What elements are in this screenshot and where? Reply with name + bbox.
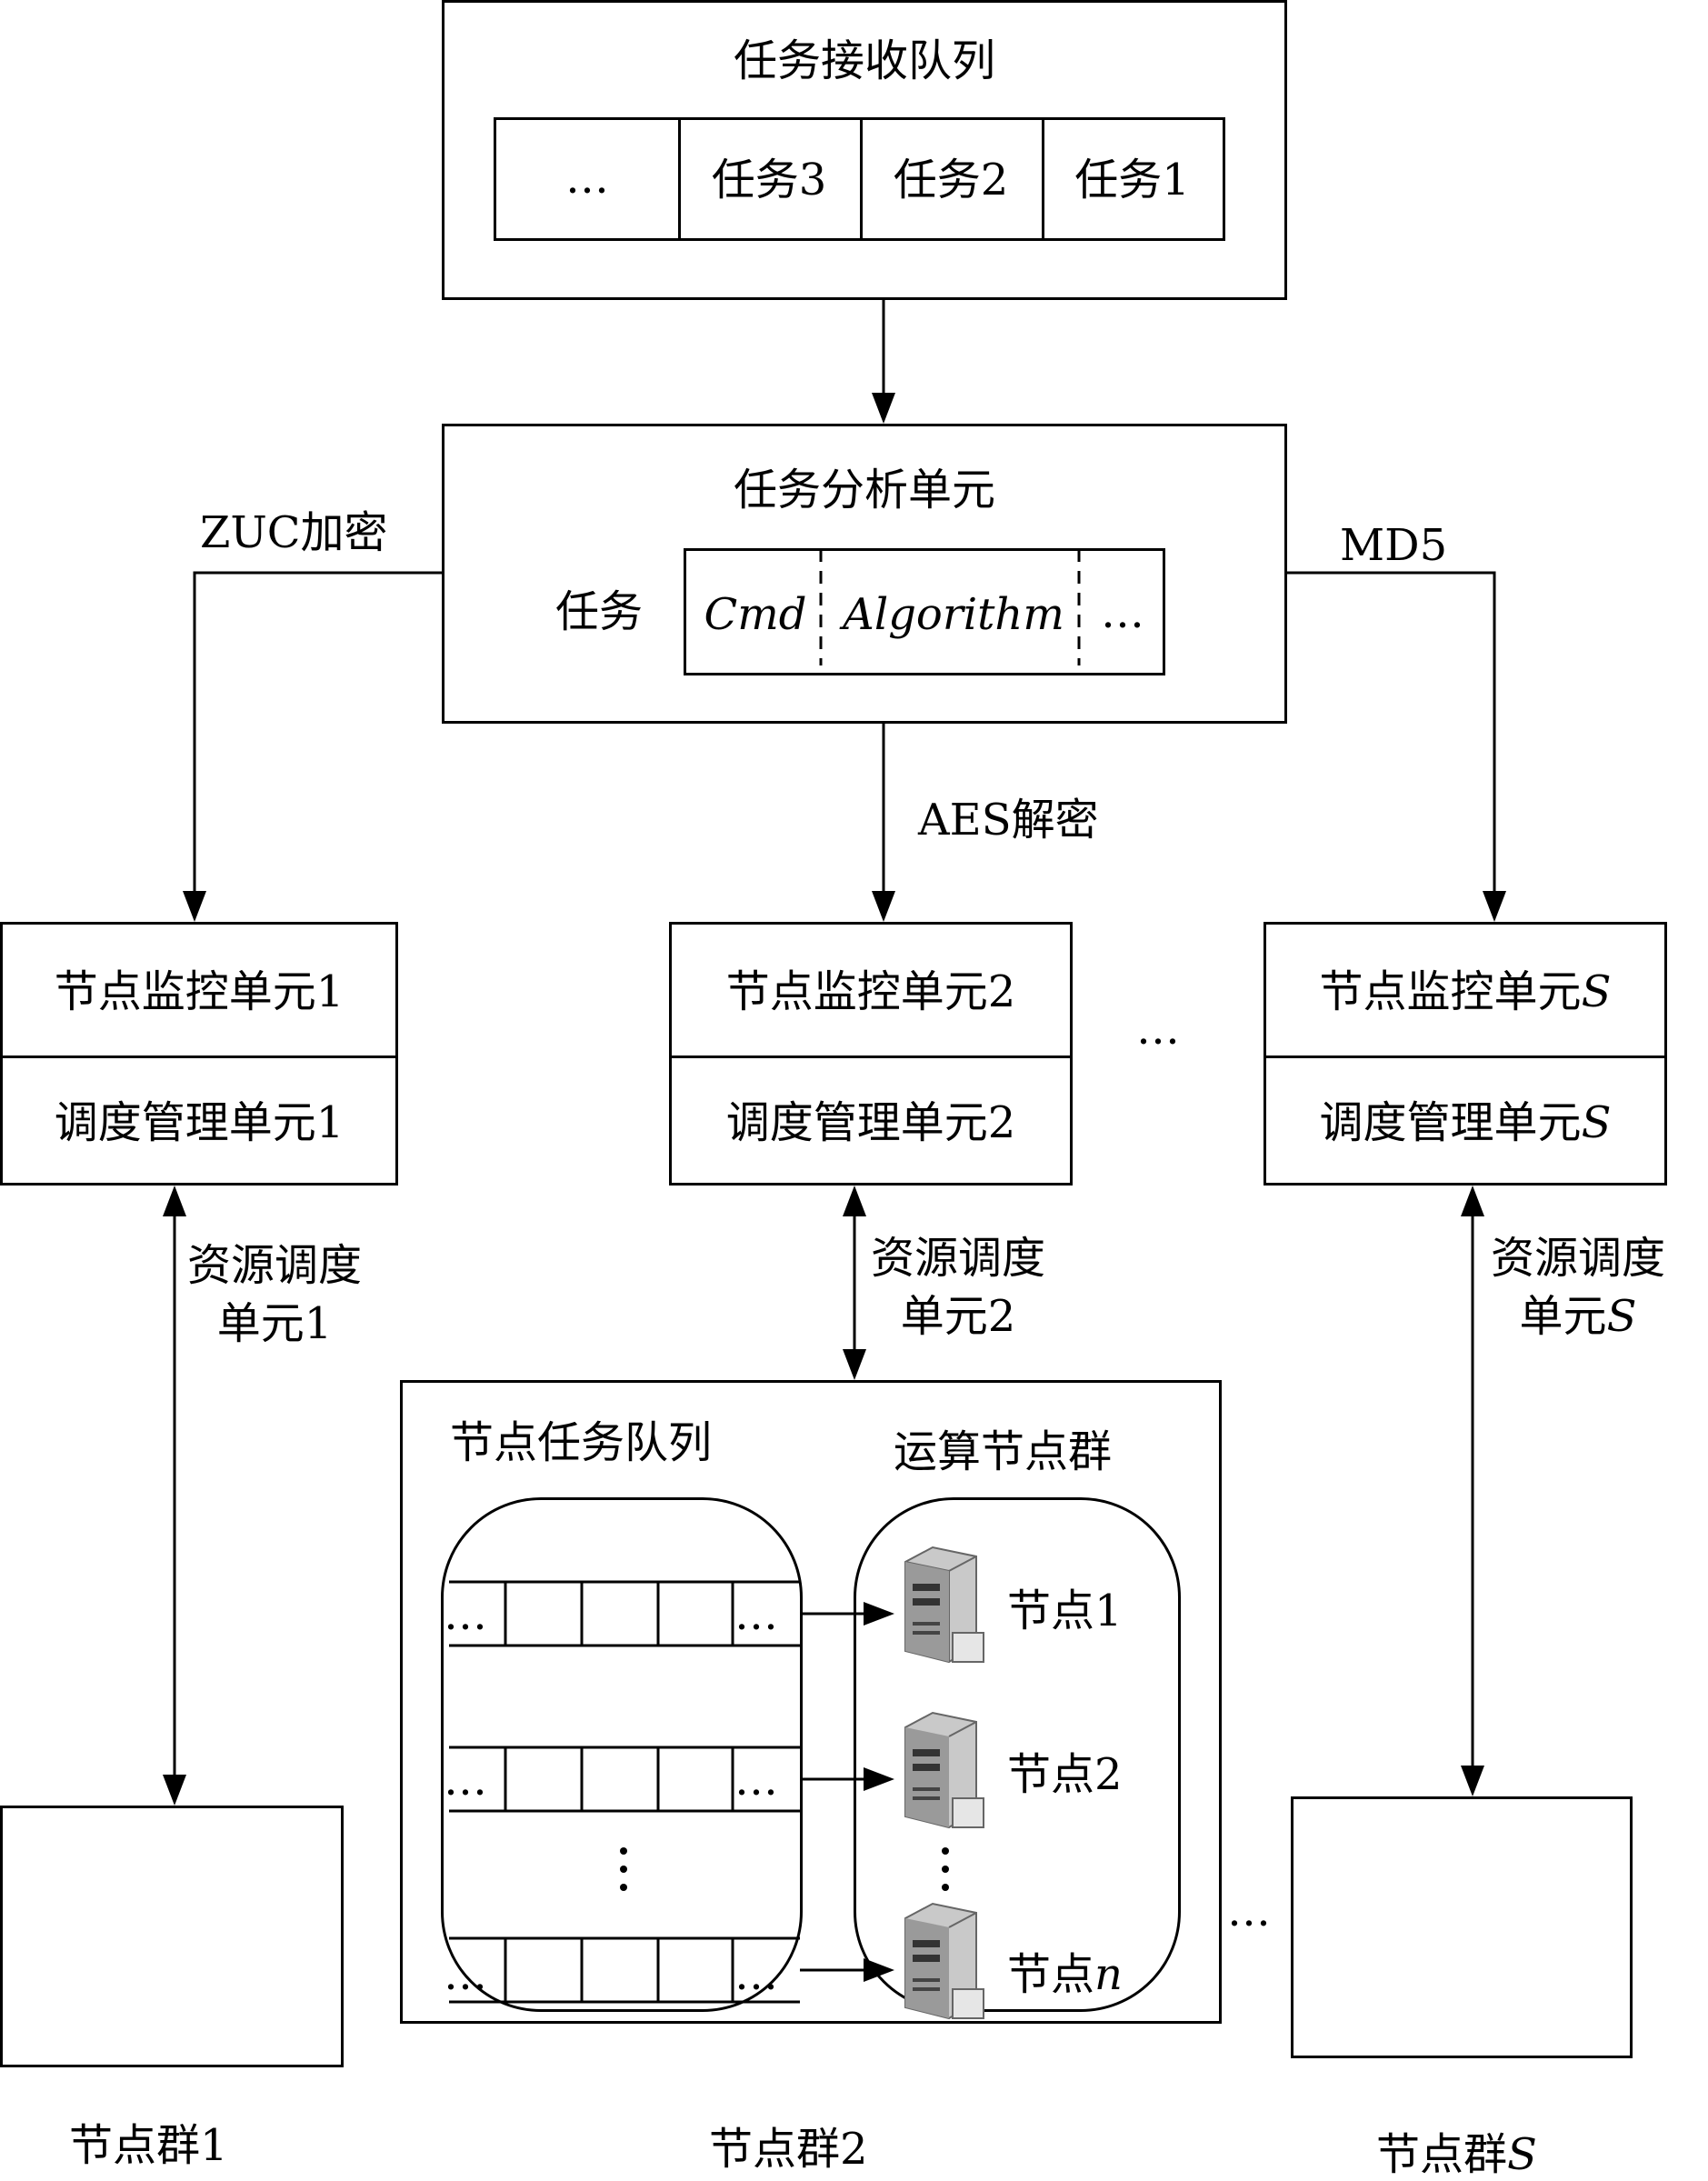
node-vertical-ellipsis xyxy=(942,1847,949,1891)
edge-label-md5: MD5 xyxy=(1340,520,1448,571)
node-task-queue-container xyxy=(441,1497,803,2012)
queue-slot-task3: 任务3 xyxy=(678,120,863,238)
node-cluster-s-box xyxy=(1291,1796,1633,2058)
cluster-caption-1: 节点群1 xyxy=(69,2120,228,2171)
scheduler-unit-1: 调度管理单元1 xyxy=(54,1097,345,1148)
field-cmd: Cmd xyxy=(704,589,807,640)
queue-row-2 xyxy=(449,1746,800,1813)
node-unit-2: 节点监控单元2 调度管理单元2 xyxy=(669,922,1073,1186)
resource-label-2: 资源调度 单元2 xyxy=(871,1233,1046,1342)
queue-slots: … 任务3 任务2 任务1 xyxy=(494,117,1225,241)
field-algorithm: Algorithm xyxy=(843,589,1064,640)
node-cluster-1-box xyxy=(0,1806,344,2067)
scheduler-unit-2: 调度管理单元2 xyxy=(725,1097,1016,1148)
queue-slot-task1: 任务1 xyxy=(1074,155,1190,205)
units-ellipsis: … xyxy=(1136,1004,1180,1055)
edge-label-aes: AES解密 xyxy=(918,795,1099,845)
clusters-ellipsis: … xyxy=(1227,1886,1271,1936)
scheduler-unit-s: 调度管理单元S xyxy=(1319,1097,1612,1148)
server-icon xyxy=(904,1902,984,2020)
monitor-unit-2: 节点监控单元2 xyxy=(725,966,1016,1017)
node-cluster-2-box: 节点任务队列 运算节点群 xyxy=(400,1380,1222,2024)
queue-slot-task2: 任务2 xyxy=(860,120,1044,238)
task-receive-queue-title: 任务接收队列 xyxy=(733,35,995,86)
resource-label-s: 资源调度 单元S xyxy=(1491,1233,1666,1342)
queue-row-1-left-dots: … xyxy=(444,1589,487,1640)
queue-row-n xyxy=(449,1936,800,2004)
node-task-queue-title: 节点任务队列 xyxy=(450,1417,713,1468)
queue-row-n-left-dots: … xyxy=(444,1949,487,2000)
cluster-caption-2: 节点群2 xyxy=(709,2124,868,2175)
queue-row-n-right-dots: … xyxy=(734,1949,778,2000)
queue-vertical-ellipsis xyxy=(620,1847,627,1891)
arrow-analysis-to-unit-1 xyxy=(183,571,442,922)
queue-row-2-right-dots: … xyxy=(734,1755,778,1806)
task-analysis-title: 任务分析单元 xyxy=(733,465,995,515)
compute-nodes-title: 运算节点群 xyxy=(894,1426,1113,1477)
monitor-unit-1: 节点监控单元1 xyxy=(54,966,345,1017)
node-label-n: 节点n xyxy=(1007,1949,1123,2000)
field-ellipsis: … xyxy=(1101,587,1144,638)
cluster-caption-s: 节点群S xyxy=(1376,2129,1537,2180)
resource-label-1: 资源调度 单元1 xyxy=(187,1240,363,1349)
queue-row-1-right-dots: … xyxy=(734,1589,778,1640)
node-label-2: 节点2 xyxy=(1007,1749,1123,1800)
monitor-unit-s: 节点监控单元S xyxy=(1319,966,1612,1017)
queue-slot-ellipsis: … xyxy=(496,120,681,238)
queue-row-1 xyxy=(449,1580,800,1647)
task-receive-queue: 任务接收队列 … 任务3 任务2 任务1 xyxy=(442,0,1287,300)
queue-row-2-left-dots: … xyxy=(444,1755,487,1806)
server-icon xyxy=(904,1546,984,1664)
task-field-label: 任务 xyxy=(555,586,644,637)
task-analysis-unit: 任务分析单元 任务 Cmd Algorithm … xyxy=(442,424,1287,724)
node-unit-1: 节点监控单元1 调度管理单元1 xyxy=(0,922,398,1186)
compute-nodes-container xyxy=(854,1497,1181,2012)
task-fields: Cmd Algorithm … xyxy=(684,548,1165,675)
edge-label-zuc: ZUC加密 xyxy=(200,507,388,558)
node-unit-s: 节点监控单元S 调度管理单元S xyxy=(1264,922,1667,1186)
arrow-analysis-to-unit-s xyxy=(1287,571,1506,922)
server-icon xyxy=(904,1711,984,1829)
node-label-1: 节点1 xyxy=(1007,1586,1123,1636)
